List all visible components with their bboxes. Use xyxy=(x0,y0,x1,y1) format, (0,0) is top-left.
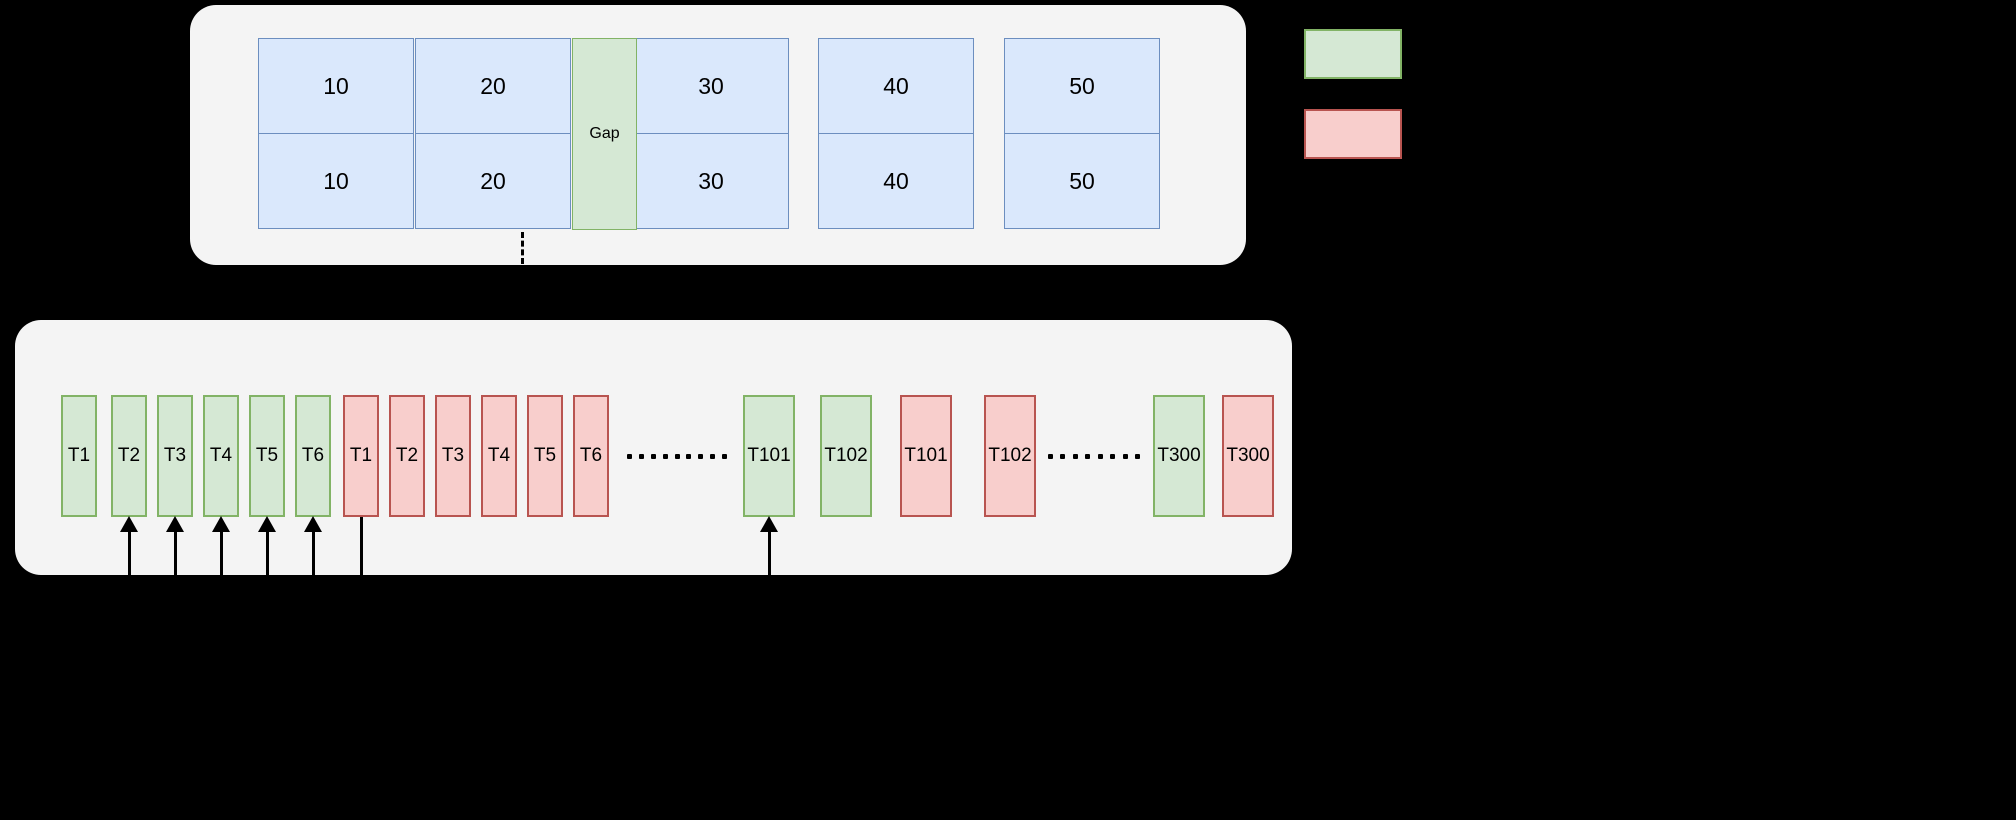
token-block: T5 xyxy=(527,395,563,517)
dot xyxy=(1085,453,1091,459)
key-value-panel: 10 10 20 20 30 30 40 40 50 50 Gap xyxy=(190,5,1246,265)
legend-green-swatch xyxy=(1304,29,1402,79)
token-label: T300 xyxy=(1157,445,1201,466)
token-label: T2 xyxy=(395,445,419,466)
arrow-shaft xyxy=(265,530,269,581)
token-block: T102 xyxy=(820,395,872,517)
dot xyxy=(1134,453,1140,459)
token-block: T6 xyxy=(295,395,331,517)
arrow-shaft xyxy=(127,530,131,581)
arrow-head-icon xyxy=(212,516,230,532)
kv-cell-top: 10 xyxy=(258,38,414,134)
token-label: T4 xyxy=(487,445,511,466)
token-label: T101 xyxy=(747,445,791,466)
kv-column-4: 40 40 xyxy=(818,38,974,230)
dot xyxy=(1048,453,1053,459)
token-block: T3 xyxy=(435,395,471,517)
token-label: T4 xyxy=(209,445,233,466)
token-block: T300 xyxy=(1153,395,1205,517)
dot xyxy=(1072,453,1078,459)
kv-cell-top: 50 xyxy=(1004,38,1160,134)
dot xyxy=(686,453,692,459)
dot xyxy=(662,453,668,459)
kv-cell-bottom: 30 xyxy=(633,133,789,229)
kv-column-5: 50 50 xyxy=(1004,38,1160,230)
token-label: T5 xyxy=(533,445,557,466)
token-block: T101 xyxy=(743,395,795,517)
kv-cell-bottom: 20 xyxy=(415,133,571,229)
token-label: T3 xyxy=(163,445,187,466)
arrow-head-icon xyxy=(166,516,184,532)
dot xyxy=(710,453,716,459)
token-layer: T1 T2 T3 T4 T5 T6 T1 T2 T3 T4 T5 T6 T101 T102 T101 T102… xyxy=(15,320,1292,575)
token-label: T6 xyxy=(579,445,603,466)
dot xyxy=(1122,453,1128,459)
kv-cell-top: 20 xyxy=(415,38,571,134)
token-block: T4 xyxy=(481,395,517,517)
arrow-layer xyxy=(15,320,1292,620)
token-block: T102 xyxy=(984,395,1036,517)
token-label: T1 xyxy=(349,445,373,466)
legend-red-swatch xyxy=(1304,109,1402,159)
kv-cell-top: 40 xyxy=(818,38,974,134)
dot xyxy=(1097,453,1103,459)
arrow-shaft xyxy=(219,530,223,581)
token-block: T101 xyxy=(900,395,952,517)
token-block: T3 xyxy=(157,395,193,517)
arrow-head-icon xyxy=(258,516,276,532)
kv-column-2: 20 20 xyxy=(415,38,571,230)
dot xyxy=(627,453,632,459)
token-block: T1 xyxy=(343,395,379,517)
gap-dashed-connector xyxy=(521,232,524,264)
dot xyxy=(722,453,727,459)
token-label: T1 xyxy=(67,445,91,466)
arrow-head-icon xyxy=(760,516,778,532)
token-label: T2 xyxy=(117,445,141,466)
token-label: T102 xyxy=(824,445,868,466)
token-block: T4 xyxy=(203,395,239,517)
gap-block: Gap xyxy=(572,38,637,230)
arrow-head-icon xyxy=(120,516,138,532)
arrow-head-icon xyxy=(304,516,322,532)
token-label: T101 xyxy=(904,445,948,466)
token-label: T3 xyxy=(441,445,465,466)
connector-line xyxy=(359,517,363,581)
arrow-shaft xyxy=(311,530,315,581)
arrow-shaft xyxy=(173,530,177,581)
ellipsis-dots xyxy=(627,448,727,464)
dot xyxy=(1110,453,1116,459)
token-block: T5 xyxy=(249,395,285,517)
dot xyxy=(650,453,656,459)
token-block: T6 xyxy=(573,395,609,517)
token-label: T300 xyxy=(1226,445,1270,466)
dot xyxy=(1060,453,1066,459)
ellipsis-dots xyxy=(1048,448,1140,464)
kv-cell-bottom: 40 xyxy=(818,133,974,229)
kv-cell-bottom: 10 xyxy=(258,133,414,229)
token-block: T2 xyxy=(389,395,425,517)
dot xyxy=(674,453,680,459)
dot xyxy=(698,453,704,459)
token-label: T6 xyxy=(301,445,325,466)
token-label: T102 xyxy=(988,445,1032,466)
dot xyxy=(638,453,644,459)
kv-column-3: 30 30 xyxy=(633,38,789,230)
arrow-shaft xyxy=(767,530,771,581)
token-block: T1 xyxy=(61,395,97,517)
kv-column-1: 10 10 xyxy=(258,38,414,230)
token-block: T300 xyxy=(1222,395,1274,517)
kv-cell-bottom: 50 xyxy=(1004,133,1160,229)
token-label: T5 xyxy=(255,445,279,466)
kv-cell-top: 30 xyxy=(633,38,789,134)
